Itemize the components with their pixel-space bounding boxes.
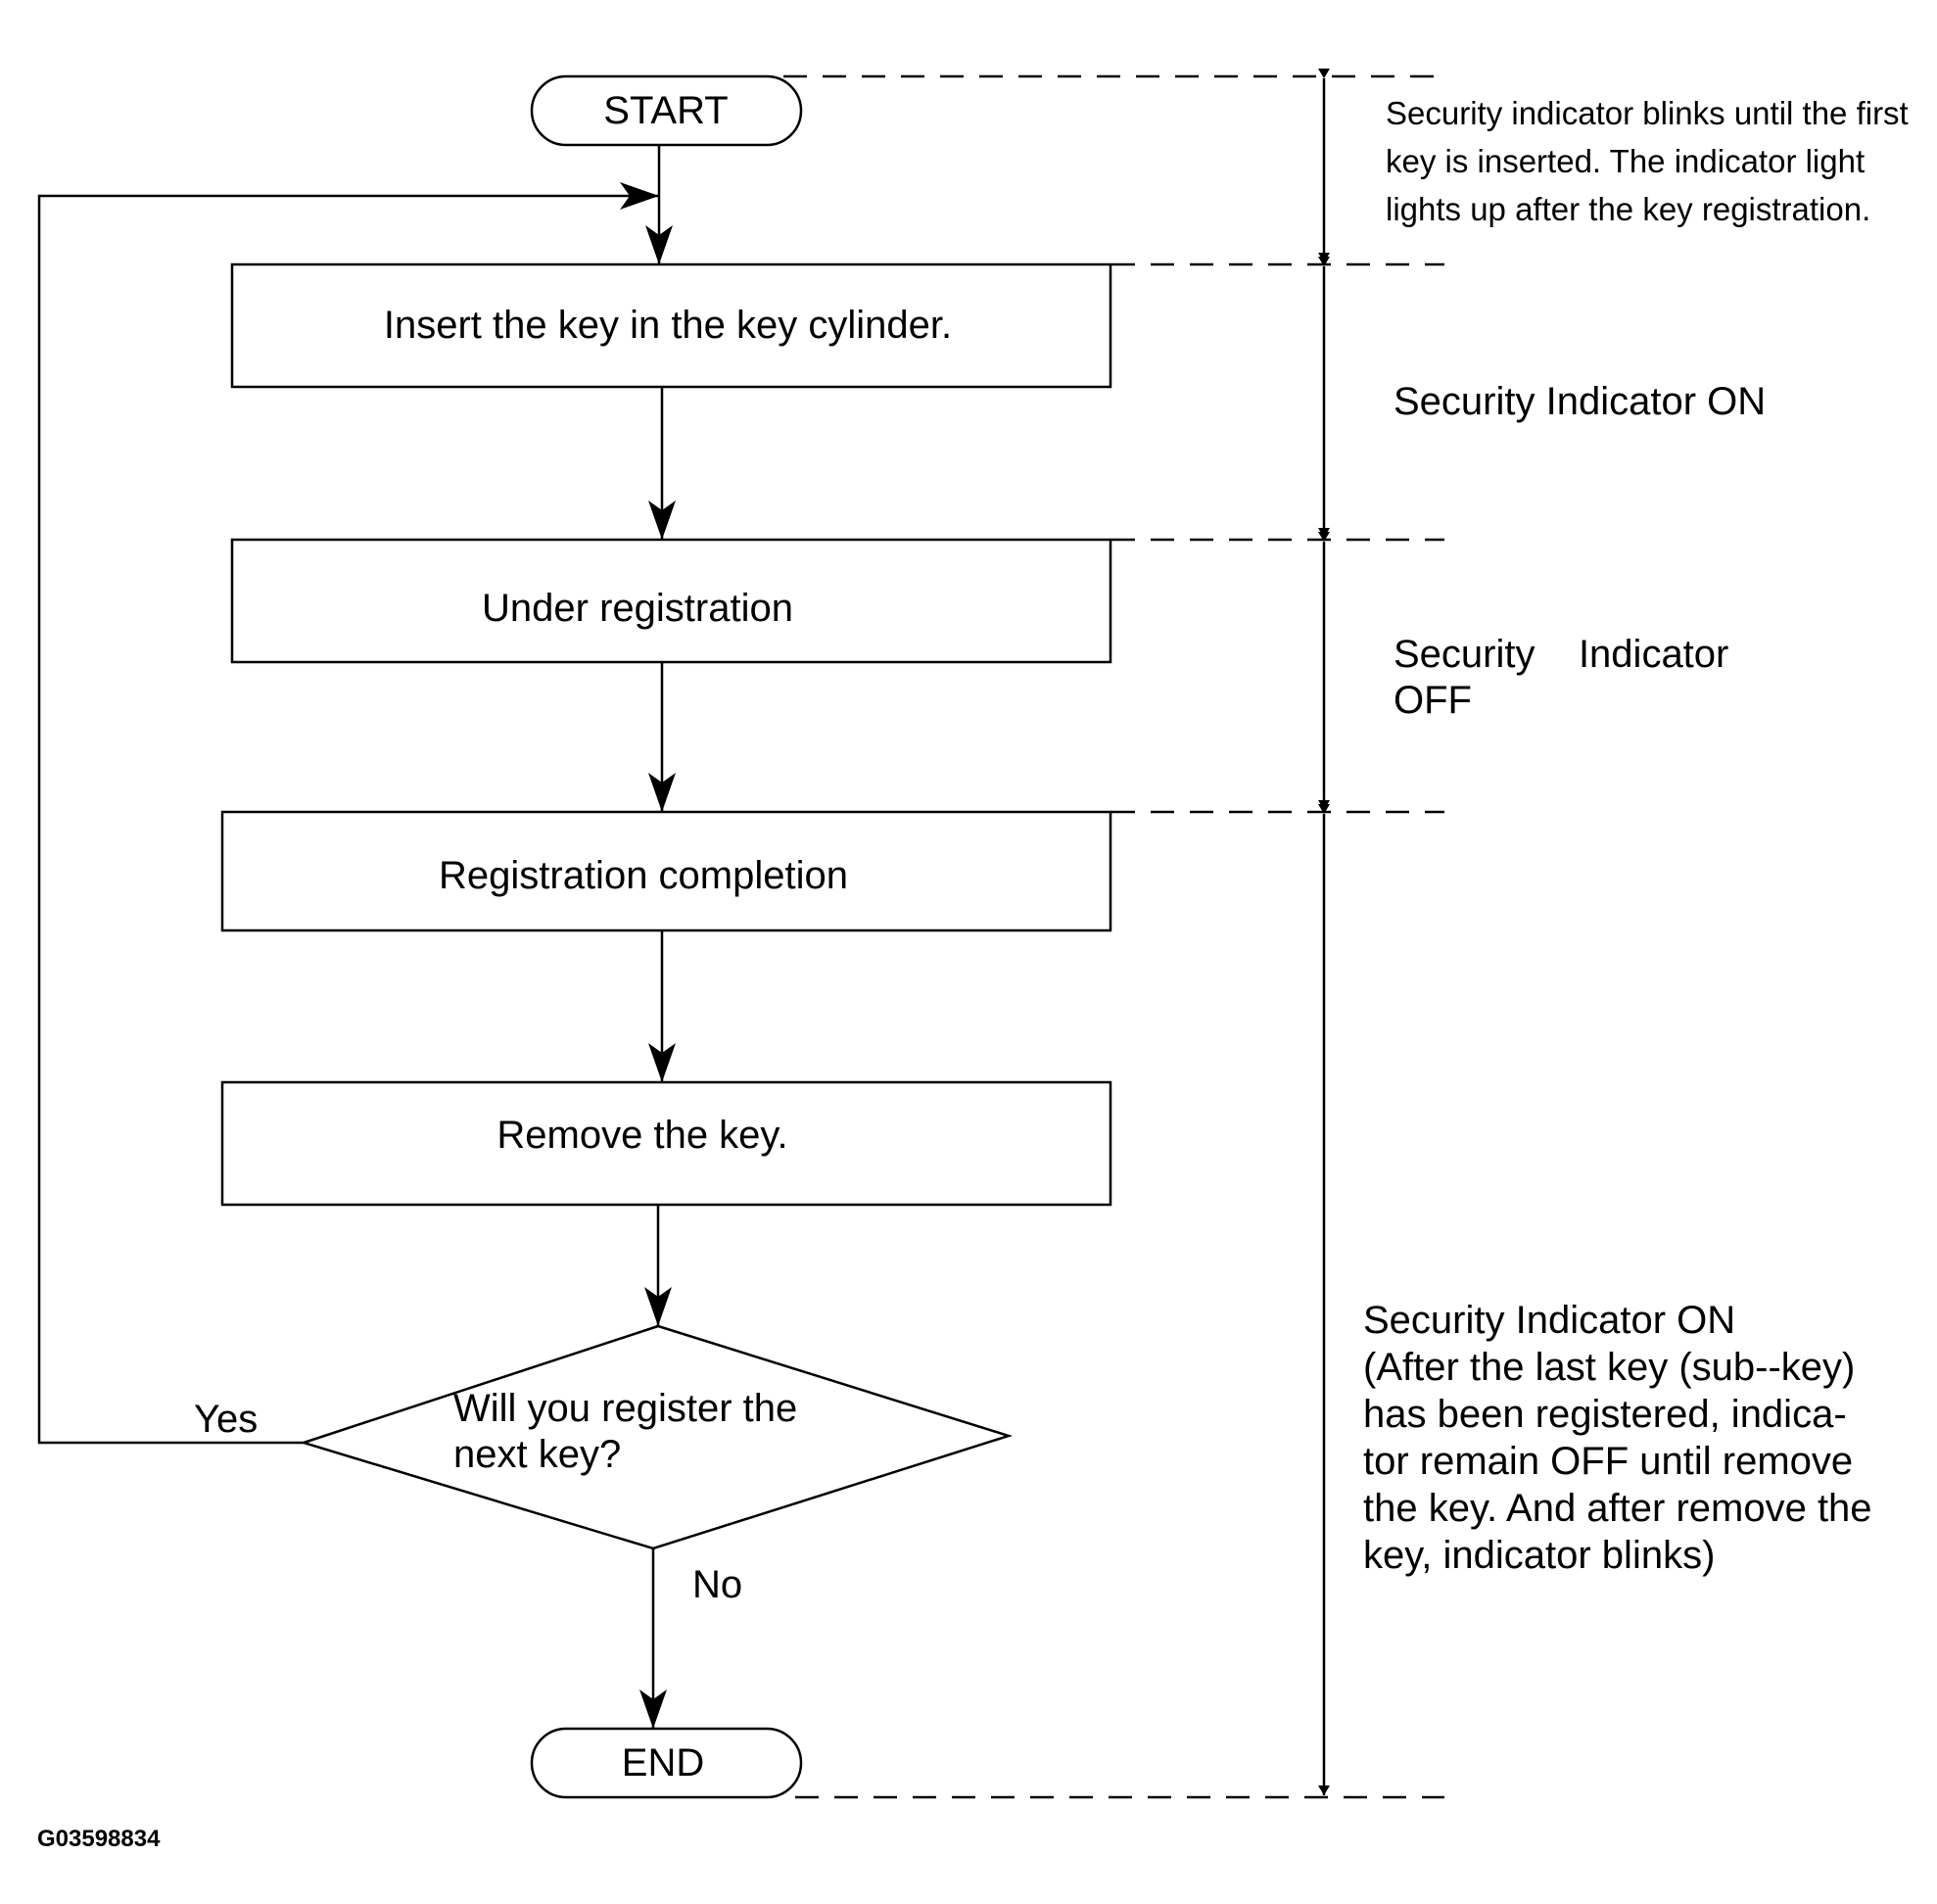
note-indicator-off-line2: OFF bbox=[1394, 679, 1472, 722]
start-label: START bbox=[603, 89, 728, 132]
note-indicator-on-1: Security Indicator ON bbox=[1394, 380, 1766, 423]
note-indicator-on-2-line4: tor remain OFF until remove bbox=[1363, 1440, 1853, 1483]
note-indicator-on-2-line5: the key. And after remove the bbox=[1363, 1487, 1872, 1530]
note-indicator-off-line1: Security Indicator bbox=[1394, 633, 1728, 676]
remove-key-label: Remove the key. bbox=[496, 1114, 787, 1157]
note-blink-line2: key is inserted. The indicator light bbox=[1386, 143, 1865, 179]
remove-key-box bbox=[220, 1080, 1112, 1207]
yes-branch-label: Yes bbox=[194, 1398, 258, 1441]
registration-completion-box bbox=[220, 810, 1112, 932]
end-terminal bbox=[530, 1727, 803, 1799]
under-registration-label: Under registration bbox=[482, 587, 793, 630]
registration-completion-label: Registration completion bbox=[439, 854, 848, 897]
yes-loop-connector bbox=[37, 182, 659, 1445]
note-indicator-on-2-line6: key, indicator blinks) bbox=[1363, 1534, 1715, 1577]
note-indicator-on-2-line3: has been registered, indica- bbox=[1363, 1393, 1847, 1436]
note-blink-line1: Security indicator blinks until the firs… bbox=[1386, 95, 1909, 131]
end-label: END bbox=[622, 1741, 704, 1785]
no-branch-label: No bbox=[692, 1563, 742, 1606]
figure-id: G03598834 bbox=[37, 1826, 161, 1852]
note-indicator-on-2-line1: Security Indicator ON bbox=[1363, 1299, 1735, 1342]
decision-diamond bbox=[299, 1324, 1014, 1550]
start-terminal bbox=[530, 74, 803, 147]
decision-label-line2: next key? bbox=[453, 1433, 621, 1476]
note-indicator-on-2-line2: (After the last key (sub--key) bbox=[1363, 1346, 1855, 1389]
decision-label-line1: Will you register the bbox=[453, 1387, 797, 1430]
insert-key-label: Insert the key in the key cylinder. bbox=[384, 304, 952, 347]
under-registration-box bbox=[230, 538, 1112, 664]
note-blink-line3: lights up after the key registration. bbox=[1386, 191, 1870, 227]
insert-key-box bbox=[230, 262, 1112, 389]
